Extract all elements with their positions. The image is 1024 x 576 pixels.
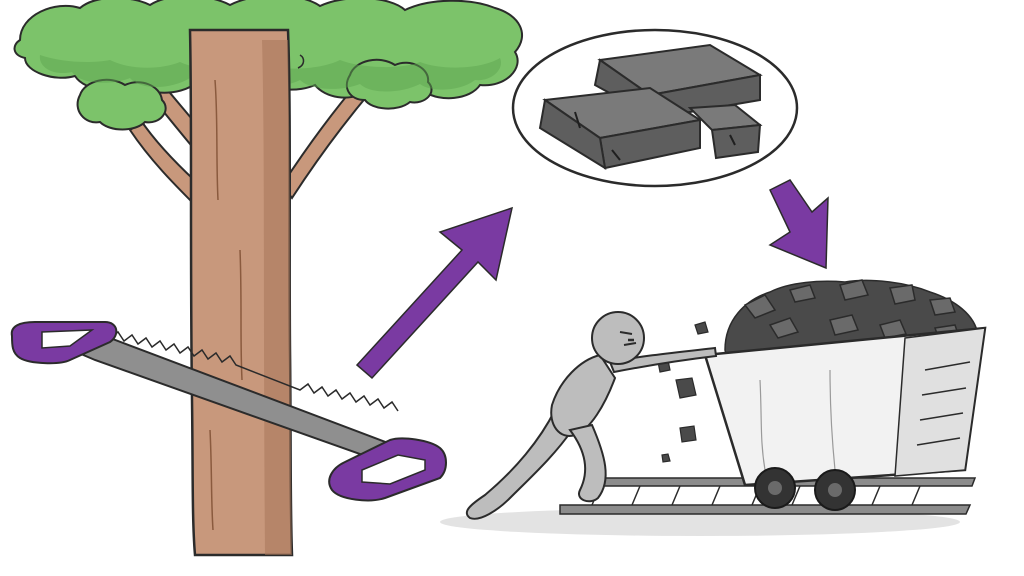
- falling-coal: [657, 321, 709, 463]
- arrow-up-right-icon: [355, 206, 514, 380]
- miner-figure-icon: [465, 311, 718, 520]
- arrow-down-right-icon: [768, 179, 829, 270]
- cart-wheels: [754, 467, 856, 511]
- metal-ingots-icon: [511, 28, 799, 188]
- saw-teeth: [109, 330, 399, 412]
- ground-shadow: [440, 508, 960, 536]
- tree-trunk-shade: [262, 40, 292, 555]
- saw-icon: [10, 321, 447, 502]
- tree-icon: [13, 0, 524, 557]
- coal-cart-icon: [440, 279, 987, 536]
- rails: [559, 477, 977, 515]
